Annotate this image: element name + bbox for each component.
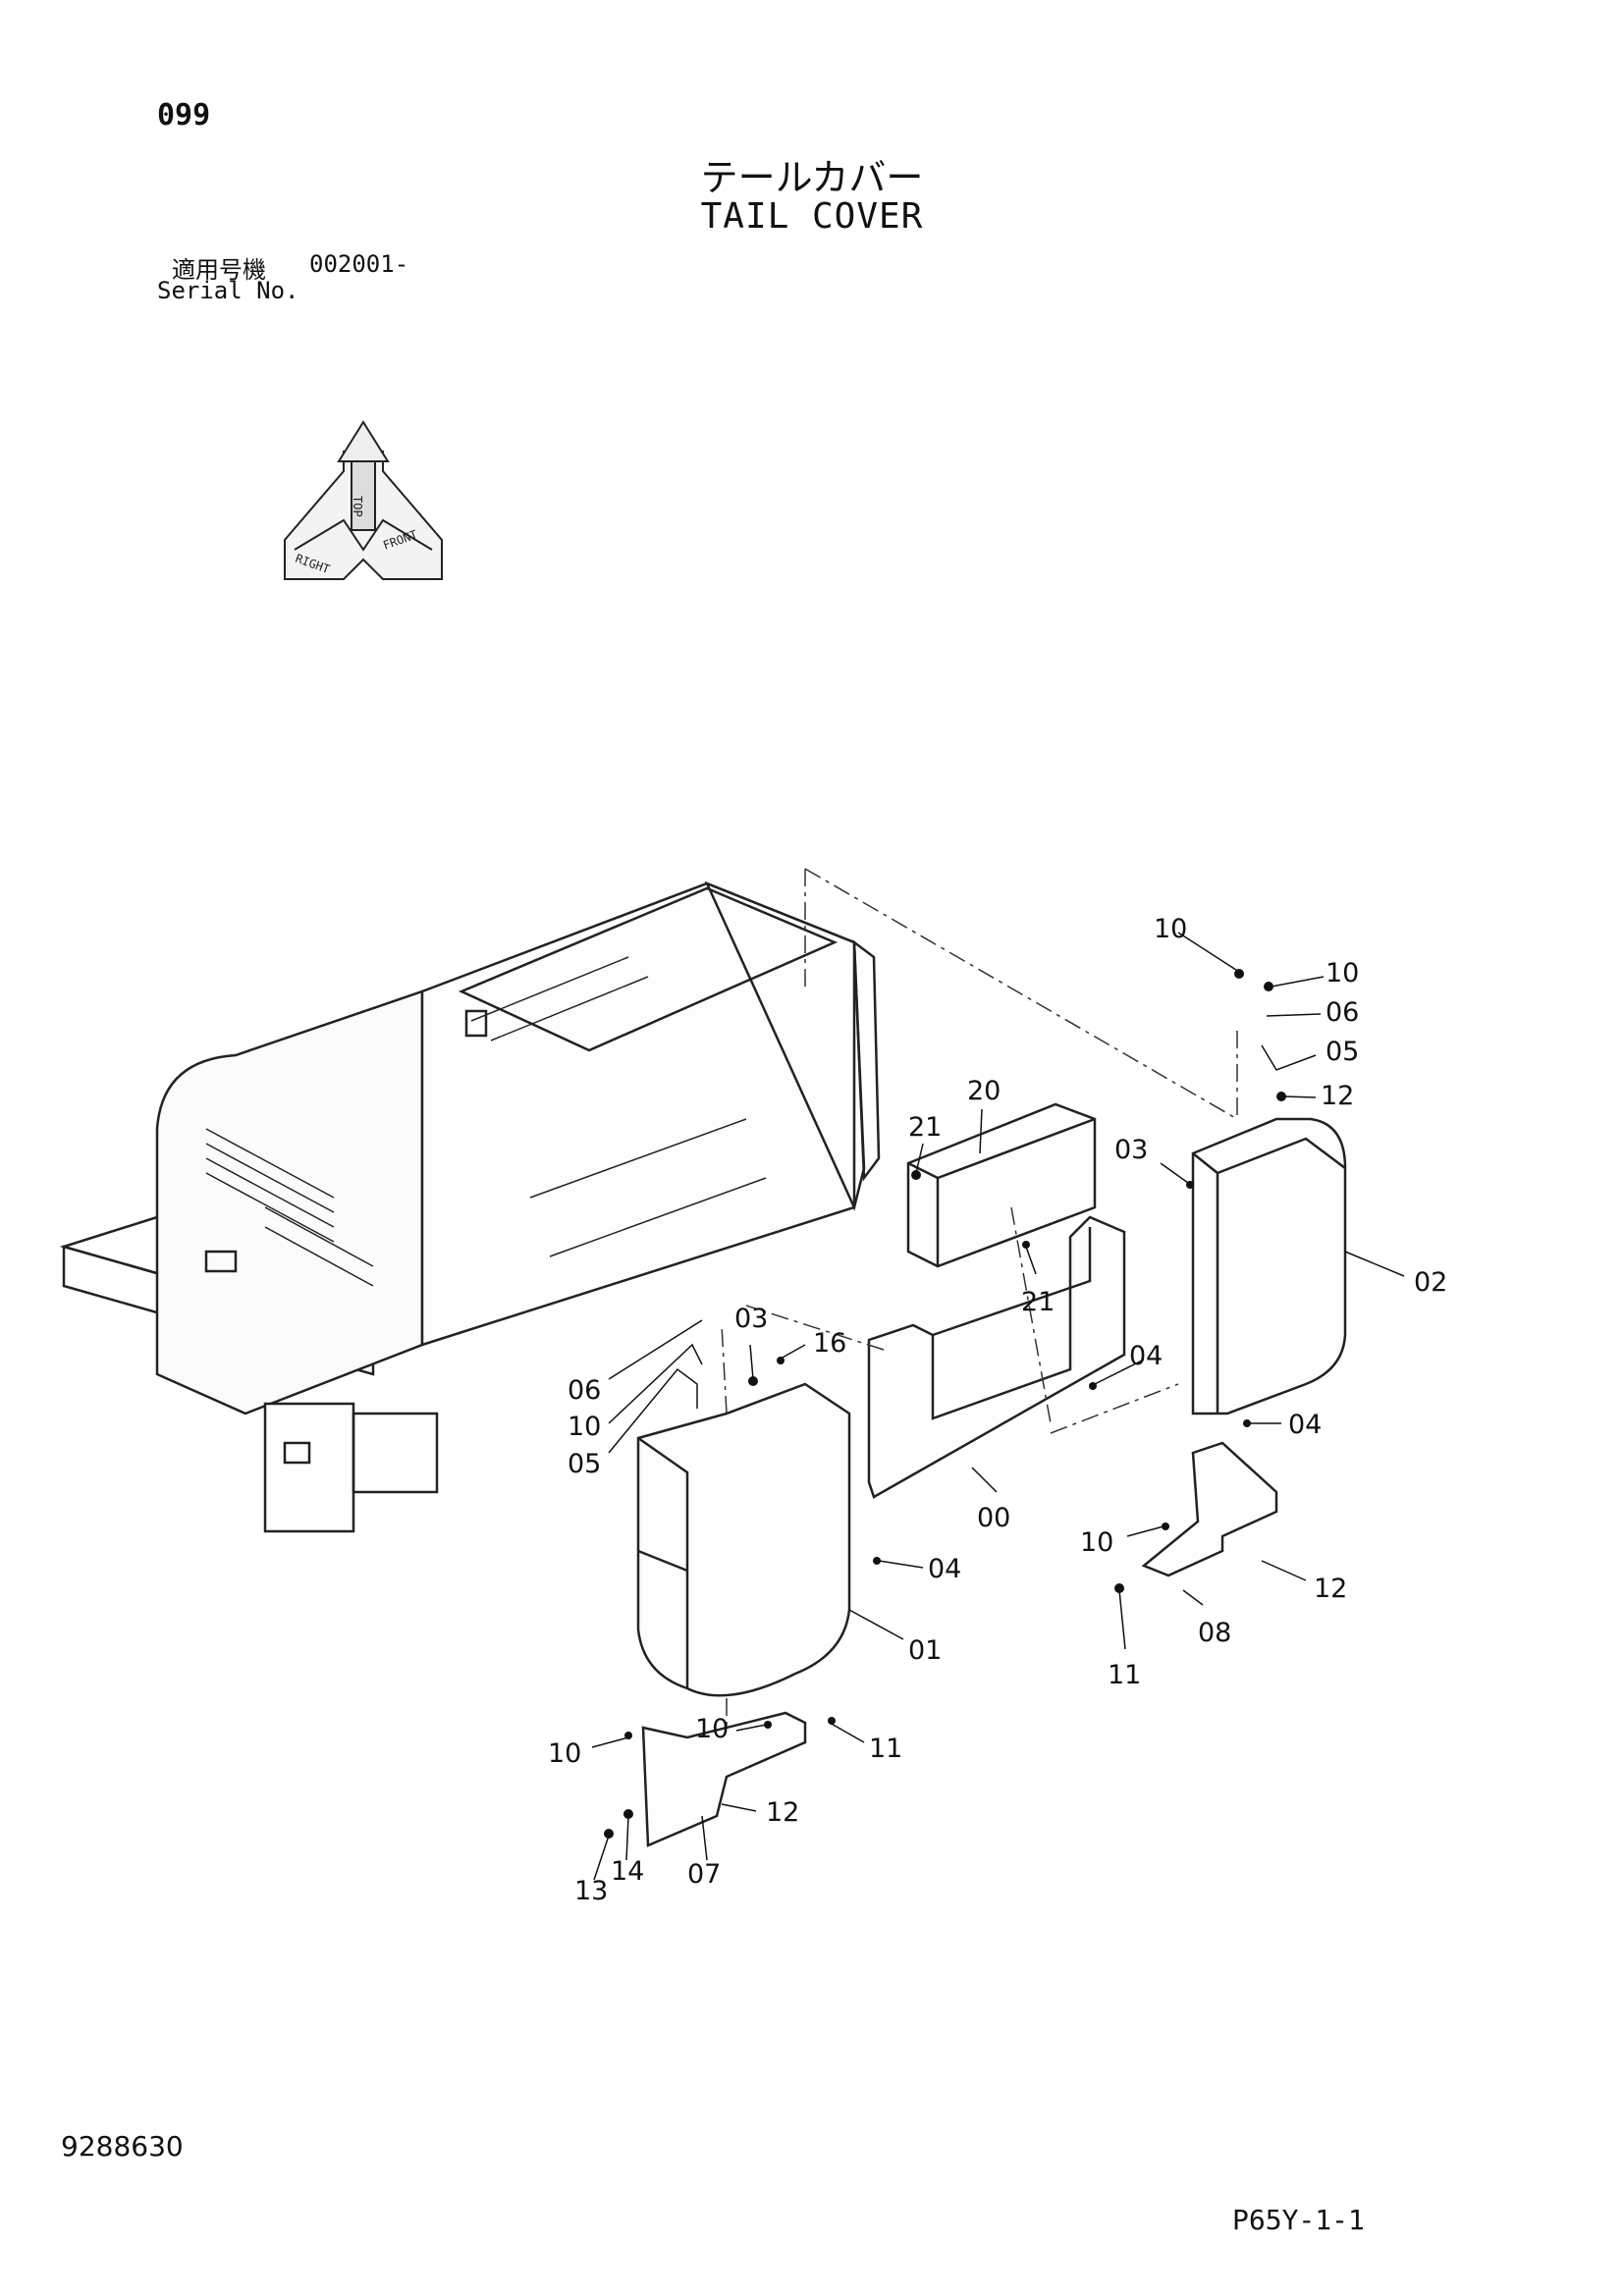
callout-label: 16 xyxy=(813,1328,846,1359)
assembly-guide-lines xyxy=(721,868,1238,1728)
callout-label: 12 xyxy=(766,1797,799,1828)
serial-label-japanese: 適用号機 xyxy=(172,256,266,284)
callout-label: 12 xyxy=(1314,1574,1347,1604)
callout-label: 20 xyxy=(967,1076,1001,1106)
callout-label: 04 xyxy=(928,1554,961,1584)
callout-label: 08 xyxy=(1198,1618,1231,1648)
callout-label: 02 xyxy=(1414,1267,1447,1298)
title-english: TAIL COVER xyxy=(700,196,924,237)
orientation-icon: TOP RIGHT FRONT xyxy=(284,420,443,580)
callout-label: 00 xyxy=(977,1503,1010,1533)
callout-label: 11 xyxy=(1108,1660,1141,1690)
callout-label: 10 xyxy=(1080,1527,1113,1558)
callout-label: 03 xyxy=(734,1304,768,1334)
serial-label-english: Serial No. xyxy=(157,277,299,304)
fastener-markers xyxy=(604,969,1286,1839)
orientation-label-top: TOP xyxy=(351,496,364,517)
callout-label: 06 xyxy=(1326,997,1359,1028)
callout-label: 10 xyxy=(1326,958,1359,988)
callout-label: 13 xyxy=(574,1876,608,1906)
bracket-right xyxy=(1141,1441,1278,1577)
callout-label: 14 xyxy=(611,1856,644,1887)
callout-leaders xyxy=(591,932,1405,1881)
callout-label: 05 xyxy=(1326,1037,1359,1067)
bracket-left xyxy=(641,1711,807,1847)
callout-label: 06 xyxy=(568,1375,601,1406)
callout-label: 04 xyxy=(1288,1410,1322,1440)
machine-frame xyxy=(59,881,881,1533)
callout-label: 01 xyxy=(908,1635,942,1666)
center-cover-panel xyxy=(867,1215,1126,1499)
callout-label: 07 xyxy=(687,1859,721,1890)
tail-cover-left xyxy=(636,1382,851,1697)
callout-label: 03 xyxy=(1114,1135,1148,1165)
callout-label: 10 xyxy=(568,1412,601,1442)
callout-label: 10 xyxy=(695,1714,729,1744)
callout-label: 04 xyxy=(1129,1341,1163,1371)
callout-label: 05 xyxy=(568,1449,601,1479)
page-code: P65Y-1-1 xyxy=(1232,2204,1365,2236)
callout-label: 10 xyxy=(1154,914,1187,944)
upper-cover-panel xyxy=(906,1102,1097,1268)
serial-value: 002001- xyxy=(309,250,409,278)
callout-label: 21 xyxy=(1021,1287,1055,1317)
callout-label: 10 xyxy=(548,1738,581,1769)
title-japanese: テールカバー xyxy=(700,156,924,199)
callout-labels: 10 10 06 05 12 03 20 21 21 02 03 16 06 1… xyxy=(548,914,1447,1906)
callout-label: 21 xyxy=(908,1112,942,1143)
page-number: 099 xyxy=(157,98,211,133)
tail-cover-right xyxy=(1191,1117,1347,1415)
callout-label: 11 xyxy=(869,1734,902,1764)
callout-label: 12 xyxy=(1321,1081,1354,1111)
document-number: 9288630 xyxy=(61,2130,184,2163)
